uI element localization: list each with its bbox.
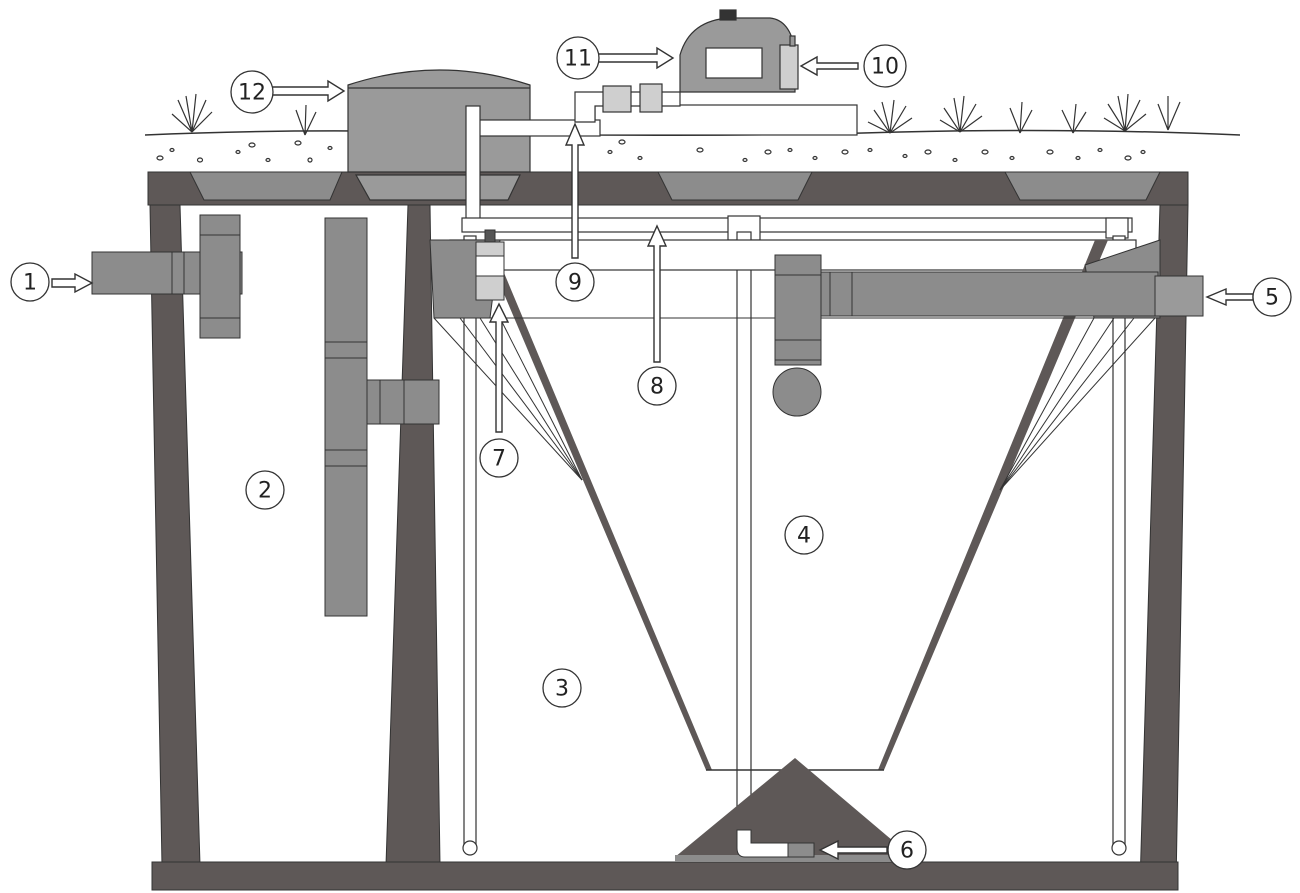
arrow-10 — [799, 55, 859, 77]
label-7: 7 — [492, 447, 506, 472]
label-9: 9 — [568, 271, 582, 296]
gravel — [156, 139, 1146, 163]
callout-circle-10 — [863, 44, 907, 88]
sludge-mound — [675, 758, 913, 862]
air-line — [461, 215, 1133, 856]
arrow-11 — [597, 46, 675, 70]
label-4: 4 — [797, 524, 811, 549]
callout-circle-12 — [230, 70, 274, 114]
callout-circle-4 — [784, 515, 824, 555]
label-11: 11 — [564, 47, 592, 72]
callout-arrows — [51, 46, 1254, 861]
arrow-6 — [818, 839, 888, 861]
callout-circle-1 — [10, 262, 50, 302]
return-nozzle — [736, 829, 815, 858]
callout-circle-2 — [245, 470, 285, 510]
arrow-9 — [564, 122, 586, 259]
callout-circle-11 — [556, 36, 600, 80]
transfer-tee — [324, 217, 440, 617]
callout-circle-8 — [637, 366, 677, 406]
baffle-wall — [385, 204, 441, 866]
callout-circle-3 — [542, 668, 582, 708]
tank-floor — [151, 861, 1179, 891]
callout-circle-9 — [555, 262, 595, 302]
callout-circle-7 — [479, 438, 519, 478]
inlet-pipe — [91, 214, 243, 339]
label-1: 1 — [23, 271, 37, 296]
label-6: 6 — [900, 839, 914, 864]
float-switch — [475, 229, 505, 301]
left-wall — [149, 204, 201, 866]
callout-circles — [10, 36, 1292, 870]
label-5: 5 — [1265, 286, 1279, 311]
grass — [171, 93, 1181, 136]
pump-unit — [679, 9, 799, 93]
callout-numbers: 1 2 3 4 5 6 7 8 9 10 11 12 — [23, 47, 1279, 864]
access-covers — [189, 171, 1161, 201]
label-10: 10 — [871, 55, 899, 80]
label-2: 2 — [258, 479, 272, 504]
callout-circle-5 — [1252, 277, 1292, 317]
outlet-pipe — [772, 254, 1204, 417]
surface-piping — [465, 83, 858, 225]
arrow-1 — [51, 272, 94, 294]
label-12: 12 — [238, 81, 266, 106]
arrow-5 — [1205, 287, 1254, 307]
arrow-12 — [271, 79, 346, 103]
label-3: 3 — [555, 677, 569, 702]
label-8: 8 — [650, 375, 664, 400]
callout-circle-6 — [887, 830, 927, 870]
arrow-8 — [646, 224, 668, 363]
arrow-7 — [488, 302, 510, 433]
